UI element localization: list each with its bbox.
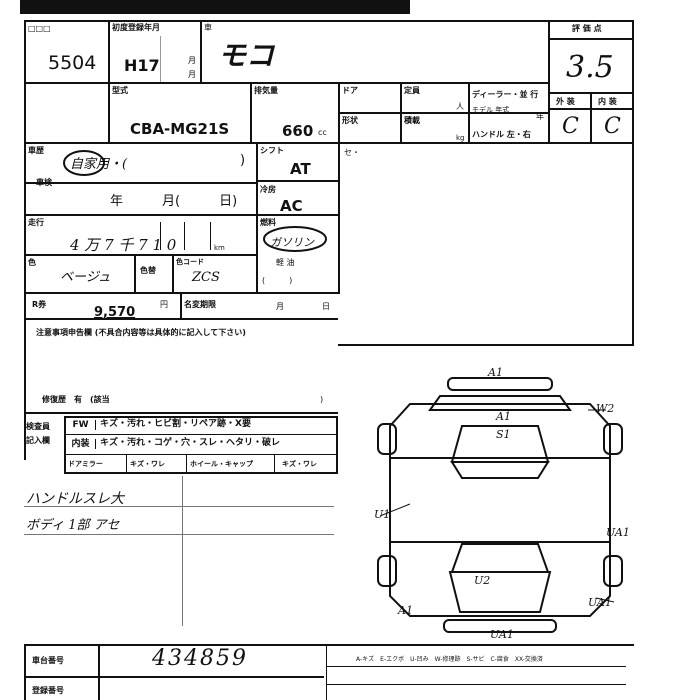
mark-u1: U1 <box>374 508 391 521</box>
exterior-grade: C <box>562 114 579 139</box>
interior-grade: C <box>604 114 621 139</box>
door-label: ドア <box>342 86 358 95</box>
chassis-value: 434859 <box>152 646 248 671</box>
chassis-label: 車台番号 <box>32 656 64 665</box>
mark-s1: S1 <box>496 428 511 441</box>
score-label: 評 価 点 <box>572 24 602 33</box>
car-name: モコ <box>218 39 275 72</box>
mark-a1-top: A1 <box>488 366 503 379</box>
fuel-value: ガソリン <box>270 236 314 249</box>
usage-circle <box>63 150 105 176</box>
legend: A-キズ E-エクボ U-凹み W-修理跡 S-サビ C-腐食 XX-交換済 <box>356 656 543 663</box>
frame-left <box>24 20 26 460</box>
displacement-value: 660 <box>282 122 314 140</box>
lot-label: □□□ <box>28 24 51 33</box>
shape-label: 形状 <box>342 116 358 125</box>
check-row3-cell-4: キズ・ワレ <box>282 460 317 468</box>
mark-ua1-bottom-right: UA1 <box>588 596 612 609</box>
se-label: セ・ <box>344 148 360 157</box>
displacement-label: 排気量 <box>254 86 278 95</box>
check-row3-cell-1: ドアミラー <box>68 460 103 468</box>
reg-year-label: 初度登録年月 <box>112 23 160 32</box>
check-title-1: 検査員 <box>26 422 50 431</box>
color-code-value: ZCS <box>192 270 220 285</box>
mark-w2: W2 <box>596 402 615 415</box>
exterior-label: 外 装 <box>556 97 575 106</box>
mark-ua1-bottom: UA1 <box>490 628 514 641</box>
aircon-label: 冷房 <box>260 185 276 194</box>
lot-number: 5504 <box>48 52 97 74</box>
top-banner <box>20 0 410 14</box>
check-title-2: 記入欄 <box>26 436 50 445</box>
handwritten-note-1: ハンドルスレ大 <box>26 491 124 507</box>
reg-year-value: H17 <box>124 56 160 75</box>
handwritten-note-2: ボディ 1部 アセ <box>26 518 120 533</box>
frame-top <box>24 20 634 22</box>
car-damage-diagram <box>377 377 623 633</box>
color-value: ベージュ <box>60 270 111 285</box>
load-label: 積載 <box>404 116 420 125</box>
check-row2-head: 内装 <box>66 439 96 449</box>
frame-right <box>632 20 634 344</box>
score-value: 3.5 <box>566 50 614 85</box>
fuel-other: 軽 油 <box>276 258 295 267</box>
interior-label: 内 装 <box>598 97 617 106</box>
notes-label: 注意事項申告欄 (不具合内容等は具体的に記入して下さい) <box>36 328 246 337</box>
color-code-label: 色コード <box>176 258 204 266</box>
mileage-label: 走行 <box>28 218 44 227</box>
shift-value: AT <box>290 160 311 178</box>
check-row3-cell-3: ホイール・キャップ <box>190 460 253 468</box>
capacity-label: 定員 <box>404 86 420 95</box>
color-label: 色 <box>28 258 36 267</box>
check-row1-body: キズ・汚れ・ヒビ割・リペア跡・X要 <box>100 419 251 429</box>
checklist-box <box>64 416 338 474</box>
recycle-value: 9,570 <box>94 305 136 320</box>
fuel-label: 燃料 <box>260 218 276 227</box>
check-row1-head: FW <box>66 420 96 430</box>
inspection-value: 年 月( 日) <box>110 194 238 209</box>
steering-label: ハンドル 左・右 <box>472 130 531 139</box>
recycle-label: R券 <box>32 300 47 309</box>
inspection-label: 車検 <box>36 178 52 187</box>
registration-label: 登録番号 <box>32 686 64 695</box>
mark-a1-bottom: A1 <box>398 604 413 617</box>
mark-ua1-right: UA1 <box>606 526 630 539</box>
model-year-label: モデル 年式 <box>472 106 510 114</box>
mark-a1-center: A1 <box>496 410 511 423</box>
aircon-value: AC <box>280 197 303 215</box>
usage-label: 車歴 <box>28 146 44 155</box>
name-change-label: 名変期限 <box>184 300 216 309</box>
usage-value: 自家用・( <box>70 157 128 172</box>
shift-label: シフト <box>260 146 284 155</box>
color-tone-label: 色替 <box>140 266 156 275</box>
check-row2-body: キズ・汚れ・コゲ・穴・スレ・ヘタリ・破レ <box>100 438 281 448</box>
repair-label: 修復歴 有 (該当 <box>42 395 110 404</box>
dealer-label: ディーラー・並 行 <box>472 90 539 99</box>
fuel-circle <box>263 226 327 252</box>
model-code: CBA-MG21S <box>130 120 230 138</box>
check-row3-cell-2: キズ・ワレ <box>130 460 165 468</box>
mark-u2: U2 <box>474 574 491 587</box>
model-code-label: 型式 <box>112 86 128 95</box>
mileage-value: 4 万 7 千 7 1 0 <box>70 236 177 254</box>
